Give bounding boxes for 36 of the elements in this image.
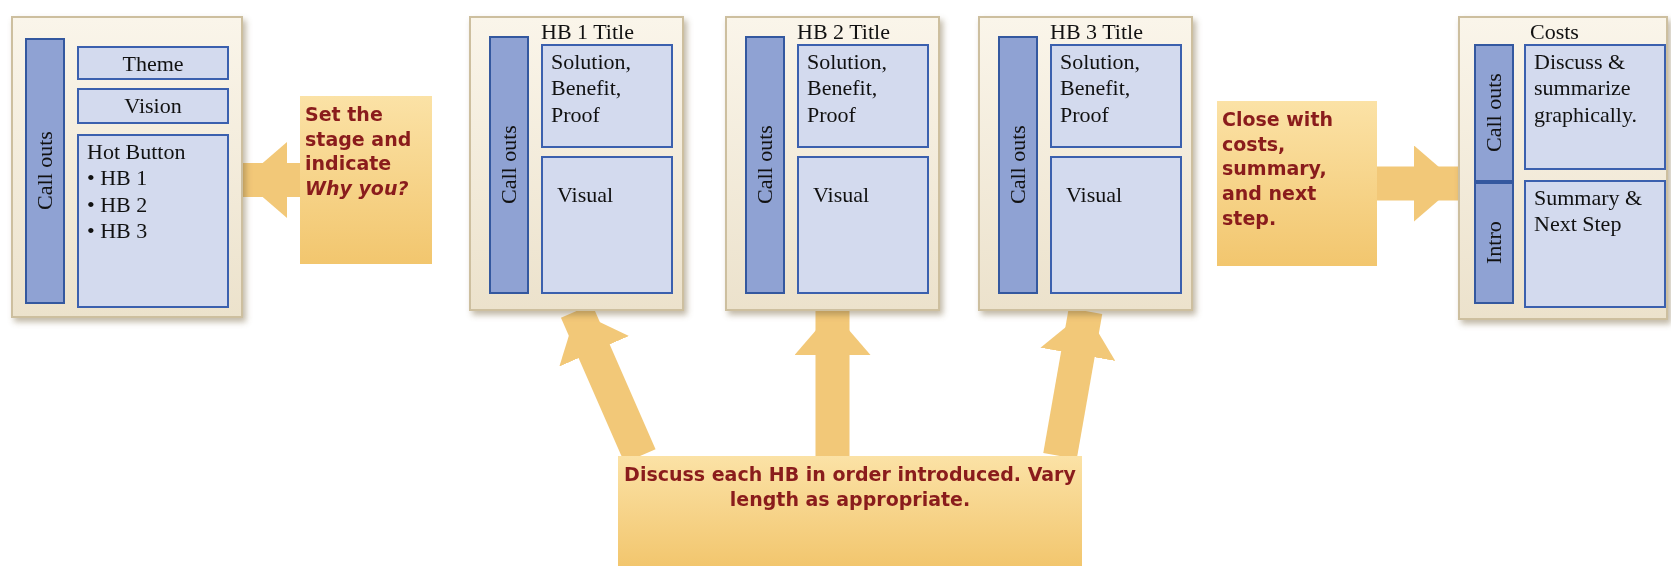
list-item: • HB 1	[87, 165, 149, 192]
content-box: Visual	[541, 156, 673, 294]
callout-bar: Call outs	[745, 36, 785, 294]
page-card	[11, 16, 243, 318]
content-box: Vision	[77, 88, 229, 124]
arrow-callout: Set the stage and indicate Why you?	[300, 96, 432, 264]
arrow-callout: Close with costs, summary, and next step.	[1217, 101, 1377, 266]
callout-bar: Call outs	[489, 36, 529, 294]
page-card	[469, 16, 684, 311]
card-title: HB 1 Title	[541, 19, 634, 45]
list-item: • HB 3	[87, 218, 149, 245]
callout-bar: Call outs	[1474, 44, 1514, 182]
list-item: • HB 2	[87, 191, 149, 219]
arrow	[794, 311, 871, 456]
card-title: HB 3 Title	[1050, 19, 1143, 45]
content-box: Theme	[77, 46, 229, 80]
callout-bar: Intro	[1474, 182, 1514, 304]
callout-bar: Call outs	[25, 38, 65, 304]
arrow-callout: Discuss each HB in order introduced. Vary length as appropriate.	[618, 456, 1082, 566]
content-box: Discuss & summarize graphically.	[1524, 44, 1666, 170]
content-box: Solution, Benefit, Proof	[1050, 44, 1182, 148]
list-heading: Hot Button	[87, 139, 187, 166]
page-card	[978, 16, 1193, 311]
content-box	[77, 134, 229, 308]
content-box: Solution, Benefit, Proof	[797, 44, 929, 148]
content-box: Visual	[797, 156, 929, 294]
arrow	[243, 142, 300, 218]
content-box: Visual	[1050, 156, 1182, 294]
page-card	[1458, 16, 1668, 320]
card-title: Costs	[1530, 19, 1579, 45]
page-card	[725, 16, 940, 311]
content-box: Solution, Benefit, Proof	[541, 44, 673, 148]
callout-bar: Call outs	[998, 36, 1038, 294]
card-title: HB 2 Title	[797, 19, 890, 45]
arrow	[1377, 145, 1458, 222]
content-box: Summary & Next Step	[1524, 180, 1666, 308]
